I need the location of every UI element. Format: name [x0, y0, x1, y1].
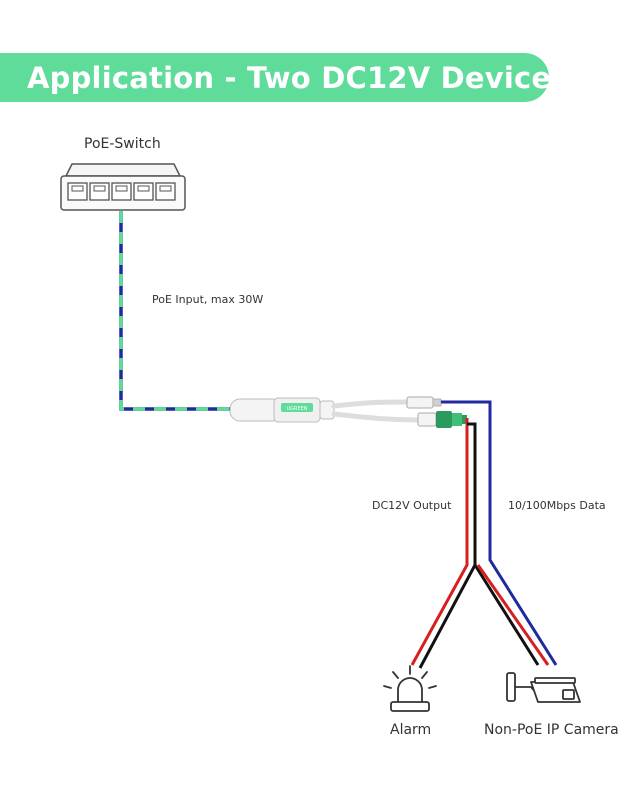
ip-camera-icon [506, 672, 581, 703]
poe-splitter: UGREEN [229, 397, 423, 423]
camera-label: Non-PoE IP Camera [484, 722, 619, 738]
poe-switch-label: PoE-Switch [84, 136, 161, 152]
data-label: 10/100Mbps Data [508, 499, 606, 512]
poe-input-cable [119, 211, 232, 411]
switch-port-2-icon [89, 182, 110, 201]
poe-input-label: PoE Input, max 30W [152, 293, 264, 306]
switch-port-4-icon [133, 182, 154, 201]
dc-output-label: DC12V Output [372, 499, 452, 512]
rj45-connector [406, 396, 442, 409]
dc-barrel-connector [417, 411, 467, 428]
splitter-brand-label: UGREEN [286, 406, 307, 412]
camera-red-wire [476, 564, 550, 666]
data-cable [441, 400, 558, 666]
dc-red-wire [410, 418, 469, 666]
title-banner: Application - Two DC12V Devices [0, 53, 569, 102]
alarm-label: Alarm [390, 722, 432, 738]
switch-port-1-icon [67, 182, 88, 201]
alarm-icon [383, 665, 437, 712]
poe-switch [60, 163, 186, 211]
switch-port-5-icon [155, 182, 176, 201]
switch-port-3-icon [111, 182, 132, 201]
dc-black-wire [418, 422, 540, 669]
banner-title: Application - Two DC12V Devices [27, 60, 569, 95]
